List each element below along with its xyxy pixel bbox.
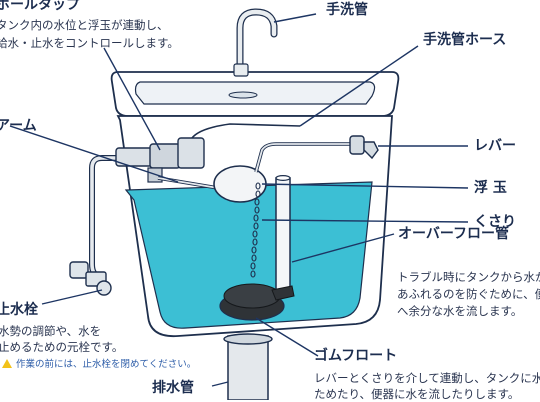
faucet-hose: [191, 123, 301, 139]
faucet-spout: [233, 8, 278, 77]
warning-note: 作業の前には、止水栓を閉めてください。: [2, 359, 196, 371]
label-chain: くさり: [474, 214, 516, 230]
leader-lines: [9, 13, 469, 387]
desc-rubber-float-line-1: レバーとくさりを介して連動し、タンクに水を: [314, 371, 540, 385]
rubber-float: [219, 283, 295, 321]
label-stop-valve: 止水栓: [0, 302, 38, 318]
desc-overflow-line-1: トラブル時にタンクから水が: [397, 270, 540, 284]
chain: [250, 182, 261, 278]
lever: [254, 135, 379, 173]
tank-body: [116, 115, 393, 338]
label-drain-pipe: 排水管: [152, 380, 194, 396]
overflow-pipe: [275, 175, 291, 291]
label-faucet-hose: 手洗管ホース: [423, 32, 507, 48]
label-lever: レバー: [474, 138, 516, 154]
desc-ball-tap-line-2: 給水・止水をコントロールします。: [0, 36, 179, 50]
desc-ball-tap-line-1: タンク内の水位と浮玉が連動し、: [0, 18, 169, 32]
ball-tap: [115, 137, 205, 183]
label-rubber-float: ゴムフロート: [314, 348, 398, 364]
stop-valve: [69, 155, 132, 296]
label-ball-tap: ボールタップ: [0, 0, 80, 13]
label-float-ball: 浮 玉: [474, 180, 507, 196]
label-overflow-pipe: オーバーフロー管: [398, 226, 510, 242]
desc-overflow-line-3: へ余分な水を流します。: [397, 304, 523, 318]
tank-lid: [110, 71, 400, 117]
warning-icon: [2, 359, 12, 368]
desc-overflow-line-2: あふれるのを防ぐために、便器: [397, 287, 540, 301]
desc-stop-valve-line-2: 止めるための元栓です。: [0, 340, 124, 354]
label-arm: アーム: [0, 118, 37, 134]
desc-stop-valve-line-1: 水勢の調節や、水を: [0, 324, 102, 338]
float-arm: [157, 176, 219, 190]
desc-rubber-float-line-2: ためたり、便器に水を流したりします。: [314, 387, 520, 401]
drain-pipe: [223, 333, 273, 400]
label-faucet: 手洗管: [326, 2, 368, 18]
warning-note-text: 作業の前には、止水栓を閉めてください。: [16, 359, 197, 370]
